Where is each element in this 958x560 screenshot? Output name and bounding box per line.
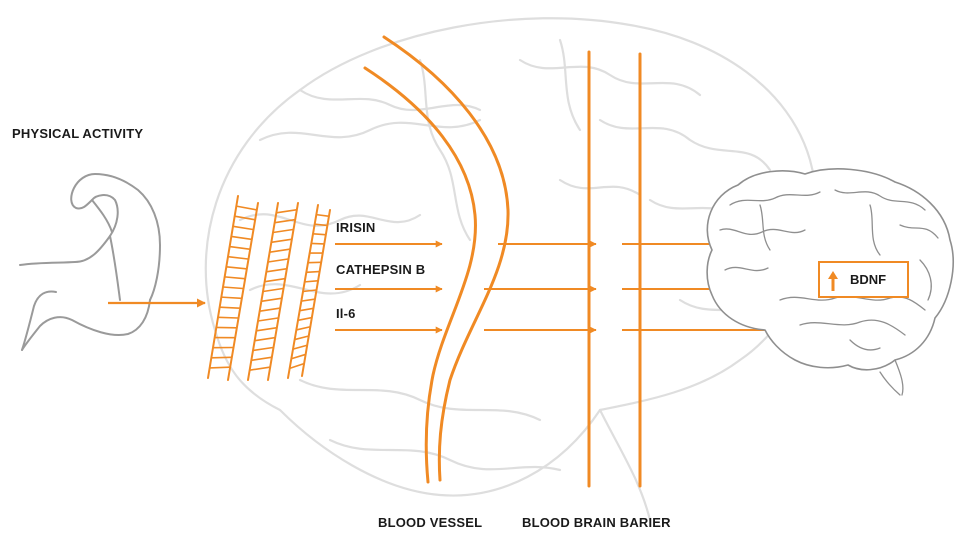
- fiber-rung: [306, 272, 319, 273]
- fiber-rung: [313, 234, 325, 235]
- fiber-rung: [251, 357, 271, 360]
- fiber-rung: [236, 206, 256, 210]
- fiber-rung: [305, 281, 318, 282]
- fiber-rung: [210, 367, 230, 368]
- fiber-rung: [301, 299, 314, 301]
- fiber-rung: [265, 279, 285, 282]
- fiber-rung: [290, 364, 304, 369]
- bdnf-box: BDNF: [818, 261, 909, 298]
- fiber-rung: [250, 367, 270, 370]
- fiber-rung: [231, 236, 251, 239]
- fiber-rung: [270, 249, 290, 252]
- fiber-rung: [293, 345, 307, 349]
- fiber-rung: [220, 307, 240, 308]
- fiber-rung: [260, 308, 280, 311]
- fiber-rung: [253, 348, 273, 351]
- fiber-rung: [228, 257, 248, 259]
- fiber-rung: [316, 215, 328, 217]
- fiber-rung: [296, 327, 309, 330]
- fiber-rung: [230, 247, 250, 250]
- muscle-fiber-rungs: [210, 206, 329, 370]
- cathepsin-b-label: CATHEPSIN B: [336, 262, 425, 277]
- fiber-rung: [256, 328, 276, 331]
- fiber-rung: [295, 336, 309, 339]
- fiber-rung: [300, 308, 313, 310]
- fiber-rung: [221, 297, 241, 298]
- fiber-rung: [233, 226, 253, 229]
- irisin-label: IRISIN: [336, 220, 375, 235]
- up-arrow-icon: [826, 270, 840, 292]
- fiber-rung: [276, 210, 296, 213]
- blood-brain-barrier-lines: [589, 52, 640, 486]
- fiber-rung: [223, 287, 243, 289]
- physical-activity-label: PHYSICAL ACTIVITY: [12, 126, 143, 141]
- fiber-rung: [258, 318, 278, 321]
- fiber-rung: [263, 289, 283, 292]
- bdnf-label: BDNF: [850, 272, 886, 287]
- fiber-rung: [261, 298, 281, 301]
- blood-brain-barrier-label: BLOOD BRAIN BARIER: [522, 515, 671, 530]
- fiber-rung: [255, 338, 275, 341]
- fiber-rung: [273, 230, 293, 233]
- flexed-arm-icon: [20, 174, 160, 350]
- fiber-rung: [226, 267, 246, 269]
- fiber-rung: [291, 355, 305, 359]
- muscle-fiber-icon: [0, 0, 330, 380]
- fiber-rung: [268, 259, 288, 262]
- fiber-rung: [271, 239, 291, 242]
- fiber-rung: [218, 317, 238, 318]
- fiber-rung: [298, 318, 311, 321]
- fiber-rung: [225, 277, 245, 279]
- il6-label: Il-6: [336, 306, 356, 321]
- fiber-rung: [266, 269, 286, 272]
- blood-vessel-label: BLOOD VESSEL: [378, 515, 482, 530]
